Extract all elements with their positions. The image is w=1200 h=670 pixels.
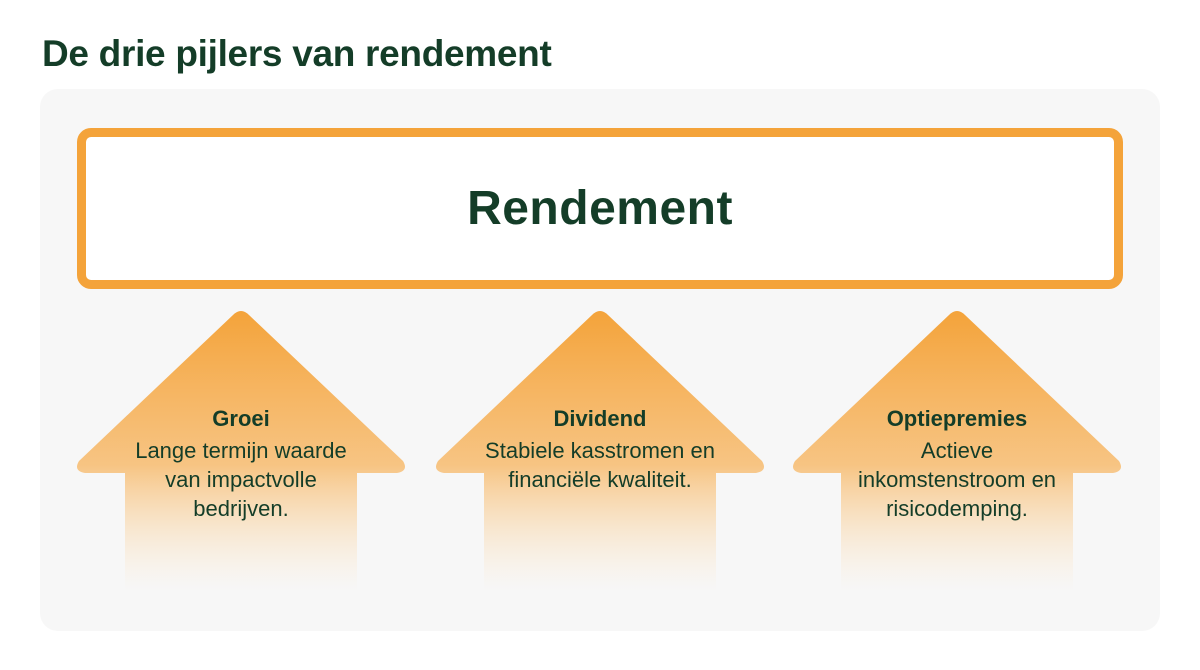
pillar-text: Optiepremies Actieve inkomstenstroom en … <box>841 404 1073 523</box>
pillar-description: Lange termijn waarde van impactvolle bed… <box>135 438 347 521</box>
up-arrow-icon <box>436 311 764 591</box>
rendement-box: Rendement <box>77 128 1123 289</box>
up-arrow-icon <box>793 311 1121 591</box>
pillar-title: Dividend <box>553 406 647 431</box>
pillar-description: Stabiele kasstromen en financiële kwalit… <box>485 438 715 492</box>
page-title: De drie pijlers van rendement <box>42 33 552 74</box>
pillar-description: Actieve inkomstenstroom en risicodemping… <box>857 438 1057 521</box>
pillar-groei: Groei Lange termijn waarde van impactvol… <box>75 311 407 591</box>
pillar-text: Groei Lange termijn waarde van impactvol… <box>125 404 357 523</box>
pillar-title: Optiepremies <box>886 406 1028 431</box>
pillar-title: Groei <box>212 406 270 431</box>
up-arrow-icon <box>77 311 405 591</box>
pillar-optiepremies: Optiepremies Actieve inkomstenstroom en … <box>791 311 1123 591</box>
pillar-dividend: Dividend Stabiele kasstromen en financië… <box>434 311 766 591</box>
rendement-label: Rendement <box>467 182 733 235</box>
pillar-text: Dividend Stabiele kasstromen en financië… <box>484 404 716 494</box>
